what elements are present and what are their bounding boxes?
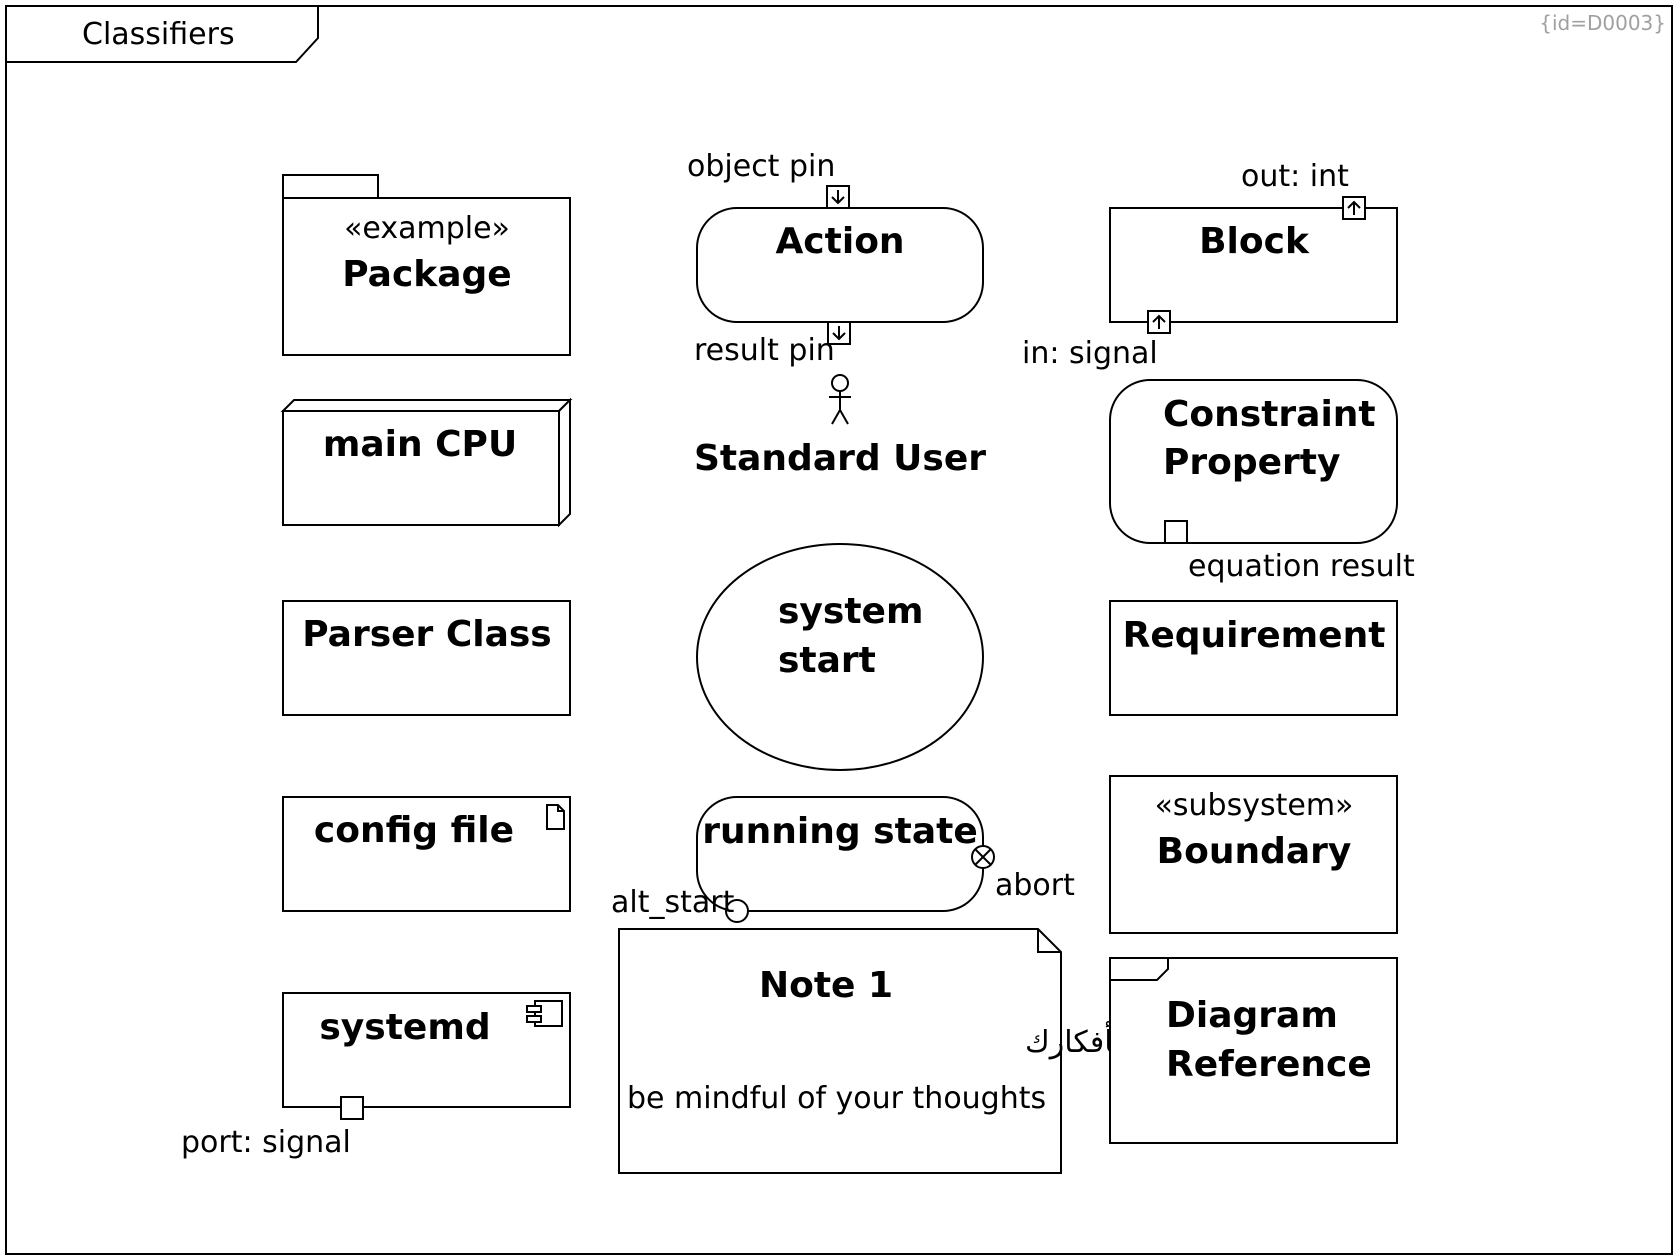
pin-arrow-down-icon [831,190,845,205]
node-top-face [280,399,573,412]
output-pin-label: result pin [694,333,835,368]
input-pin[interactable] [826,185,850,209]
actor-name: Standard User [694,438,986,479]
usecase-name-line2: start [778,640,876,681]
frame-label: Classifiers [82,17,235,52]
exit-point[interactable] [971,845,995,869]
entry-point[interactable] [725,899,749,923]
actor-element[interactable]: Standard User [694,374,986,479]
constraint-name-line1: Constraint [1163,394,1376,435]
constraint-parameter-label: equation result [1188,549,1415,584]
note-english-text: be mindful of your thoughts [627,1081,1046,1116]
entry-point-label: alt_start [611,885,735,920]
diagram-reference-line2: Reference [1166,1044,1372,1085]
state-name: running state [702,811,977,852]
note-body [618,928,1062,1174]
requirement-element[interactable]: Requirement [1109,600,1398,716]
package-tab [282,174,379,199]
class-body [282,600,571,716]
frame-tab [5,5,319,63]
artifact-name: config file [314,810,514,851]
requirement-body [1109,600,1398,716]
pin-arrow-down-icon [832,326,846,341]
block-name: Block [1199,221,1310,262]
diagram-id-tag: {id=D0003} [1539,11,1666,35]
diagram-reference-tab [1110,958,1169,981]
usecase-element[interactable]: system start [696,543,984,771]
document-icon [546,804,565,830]
boundary-name: Boundary [1157,831,1352,872]
usecase-name-line1: system [778,591,923,632]
class-name: Parser Class [302,614,552,655]
block-element[interactable]: Block out: int in: signal [1022,159,1398,371]
diagram-reference-line1: Diagram [1166,995,1338,1036]
package-name: Package [342,254,511,295]
block-out-port-label: out: int [1241,159,1349,194]
block-body [1109,207,1398,323]
constraint-body [1109,379,1398,544]
package-body [282,197,571,356]
component-port[interactable] [340,1096,364,1120]
boundary-element[interactable]: «subsystem» Boundary [1109,775,1398,934]
package-stereotype: «example» [344,211,510,246]
node-element[interactable]: main CPU [280,397,573,528]
action-name: Action [775,221,904,262]
component-element[interactable]: systemd port: signal [181,992,571,1160]
component-body [282,992,571,1108]
diagram-reference-element[interactable]: Diagram Reference [1109,957,1398,1144]
actor-stick-figure-icon [829,374,851,425]
port-arrow-up-icon [1152,314,1166,329]
artifact-element[interactable]: config file [282,796,571,912]
node-side-face [558,397,571,528]
requirement-name: Requirement [1123,615,1386,656]
usecase-ellipse [696,543,984,771]
exit-point-label: abort [995,868,1075,903]
note-element[interactable]: Note 1 وعيًا بأفكارك be mindful of your … [618,928,1182,1174]
component-name: systemd [319,1007,490,1048]
constraint-name-line2: Property [1163,442,1341,483]
boundary-stereotype: «subsystem» [1155,788,1354,823]
note-folded-corner [1037,929,1061,953]
component-icon [526,1000,563,1027]
exit-cross-icon [974,848,992,866]
constraint-property-element[interactable]: Constraint Property equation result [1109,379,1415,584]
node-body [282,410,560,526]
input-pin-label: object pin [687,149,835,184]
output-pin[interactable] [827,321,851,345]
block-out-port[interactable] [1342,196,1366,220]
block-in-port-label: in: signal [1022,336,1158,371]
class-element[interactable]: Parser Class [282,600,571,716]
note-title: Note 1 [759,965,893,1006]
action-element[interactable]: Action object pin result pin [687,149,984,368]
state-element[interactable]: running state alt_start abort [611,796,1075,923]
block-in-port[interactable] [1147,310,1171,334]
artifact-body [282,796,571,912]
component-port-label: port: signal [181,1125,351,1160]
constraint-parameter[interactable] [1164,520,1188,544]
diagram-reference-body [1109,957,1398,1144]
boundary-body [1109,775,1398,934]
port-arrow-up-icon [1347,200,1361,215]
package-element[interactable]: «example» Package [282,174,571,356]
node-name: main CPU [323,424,517,465]
